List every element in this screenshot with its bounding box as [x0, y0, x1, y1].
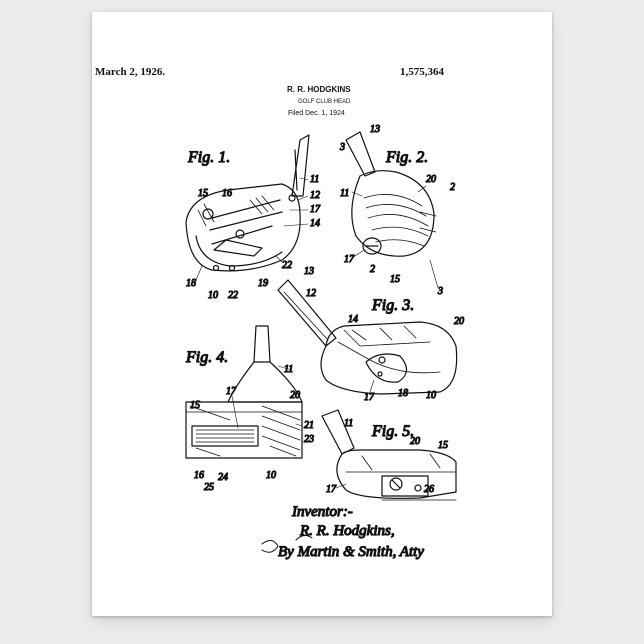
ref-numeral: 15	[390, 274, 400, 285]
ref-numeral: 20	[290, 390, 300, 401]
ref-numeral: 11	[284, 364, 293, 375]
fig2-label: Fig. 2.	[385, 149, 428, 166]
ref-numeral: 17	[344, 254, 355, 265]
attorney-signature: By Martin & Smith, Atty	[278, 544, 424, 560]
ref-numeral: 26	[424, 484, 434, 495]
ref-numeral: 24	[218, 472, 228, 483]
ref-numeral: 11	[310, 174, 319, 185]
ref-numeral: 21	[304, 420, 314, 431]
ref-numeral: 13	[370, 124, 380, 135]
fig1-label: Fig. 1.	[187, 149, 230, 166]
ref-numeral: 16	[222, 188, 232, 199]
fig5-label: Fig. 5.	[371, 423, 414, 440]
ref-numeral: 11	[344, 418, 353, 429]
ref-numeral: 16	[194, 470, 204, 481]
ref-numeral: 25	[204, 482, 214, 493]
ref-numeral: 18	[186, 278, 196, 289]
ref-numeral: 17	[310, 204, 321, 215]
ref-numeral: 22	[282, 260, 292, 271]
figure-3-drawing	[278, 280, 457, 394]
inventor-label: Inventor:-	[291, 504, 353, 520]
ref-numeral: 20	[454, 316, 464, 327]
fig3-label: Fig. 3.	[371, 297, 414, 314]
ref-numeral: 15	[438, 440, 448, 451]
ref-numeral: 15	[198, 188, 208, 199]
ref-numeral: 2	[450, 182, 455, 193]
ref-numeral: 18	[398, 388, 408, 399]
figure-4-drawing	[186, 326, 302, 458]
ref-numeral: 19	[258, 278, 268, 289]
ref-numeral: 2	[370, 264, 375, 275]
ref-numeral: 14	[348, 314, 358, 325]
ref-numeral: 12	[306, 288, 316, 299]
ref-numeral: 20	[410, 436, 420, 447]
ref-numeral: 17	[364, 392, 375, 403]
fig4-label: Fig. 4.	[185, 349, 228, 366]
ref-numeral: 15	[190, 400, 200, 411]
ref-numeral: 10	[426, 390, 436, 401]
ref-numeral: 14	[310, 218, 320, 229]
signature-block: Inventor:- R. R. Hodgkins, By Martin & S…	[262, 500, 456, 560]
ref-numeral: 10	[266, 470, 276, 481]
ref-numeral: 17	[326, 484, 337, 495]
ref-numeral: 20	[426, 174, 436, 185]
inventor-signature: R. R. Hodgkins,	[299, 523, 395, 539]
ref-numeral: 13	[304, 266, 314, 277]
ref-numeral: 3	[339, 142, 345, 153]
ref-numeral: 11	[340, 188, 349, 199]
ref-numeral: 22	[228, 290, 238, 301]
ref-numeral: 23	[304, 434, 314, 445]
ref-numeral: 10	[208, 290, 218, 301]
ref-numeral: 17	[226, 386, 237, 397]
ref-numeral: 12	[310, 190, 320, 201]
